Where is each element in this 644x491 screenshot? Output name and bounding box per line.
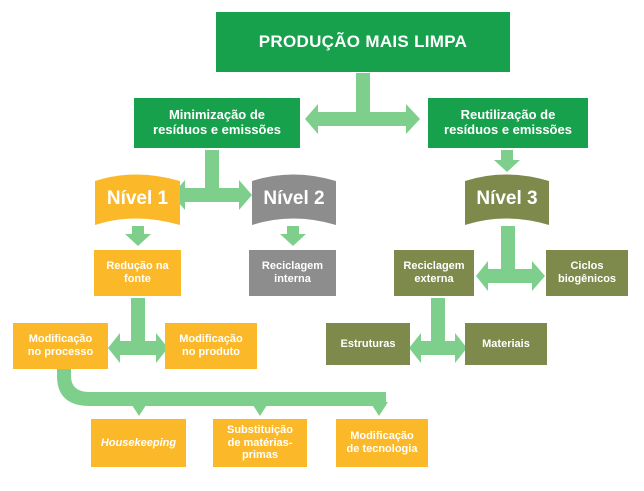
arrow-to-mod-produto: [156, 333, 168, 363]
node-minimizacao-line1: Minimização de: [168, 107, 266, 123]
connector-rext-bar: [421, 341, 455, 355]
node-minimizacao: Minimização de resíduos e emissões: [134, 98, 300, 148]
node-substituicao-materias-primas: Substituição de matérias- primas: [213, 419, 307, 467]
node-substituicao-line1: Substituição: [226, 424, 293, 437]
node-substituicao-line2: de matérias-: [227, 436, 293, 449]
node-housekeeping-label: Housekeeping: [100, 436, 177, 449]
node-reutilizacao-line1: Reutilização de: [460, 107, 556, 123]
node-substituicao-line3: primas: [241, 449, 279, 462]
arrow-to-reutilizacao: [406, 104, 420, 134]
node-materiais: Materiais: [465, 323, 547, 365]
node-estruturas: Estruturas: [326, 323, 410, 365]
node-reutilizacao: Reutilização de resíduos e emissões: [428, 98, 588, 148]
node-reciclagem-externa: Reciclagem externa: [394, 250, 474, 296]
arrow-to-reciclagem-externa: [476, 261, 488, 291]
arrow-to-nivel3: [494, 160, 520, 172]
node-producao-mais-limpa-label: PRODUÇÃO MAIS LIMPA: [258, 32, 468, 52]
connector-reu-stem: [501, 150, 513, 162]
node-modificacao-no-processo: Modificação no processo: [13, 323, 108, 369]
node-nivel1: Nível 1: [106, 188, 169, 209]
connector-n3-stem: [501, 226, 515, 276]
arrow-to-reducao: [125, 234, 151, 246]
connector-processo-curve: [57, 368, 386, 406]
connector-min-stem: [205, 150, 219, 194]
node-reutilizacao-line2: resíduos e emissões: [444, 122, 572, 137]
arrow-to-minimizacao: [305, 104, 318, 134]
arrow-to-materiais: [455, 333, 467, 363]
connector-n1-stem: [132, 226, 144, 236]
nivel2-flag: [252, 174, 336, 225]
node-mod-processo-line1: Modificação: [28, 333, 93, 346]
connector-root-bar: [318, 112, 406, 126]
node-mod-tecnologia-line2: de tecnologia: [346, 443, 418, 455]
arrow-to-ciclos: [532, 261, 545, 291]
node-reciclagem-interna-line2: interna: [274, 273, 311, 285]
node-ciclos-biogenicos: Ciclos biogênicos: [546, 250, 628, 296]
arrow-to-estruturas: [409, 333, 421, 363]
node-modificacao-de-tecnologia: Modificação de tecnologia: [336, 419, 428, 467]
node-nivel3: Nível 3: [476, 188, 538, 209]
node-modificacao-no-produto: Modificação no produto: [165, 323, 257, 369]
node-reciclagem-interna: Reciclagem interna: [249, 250, 336, 296]
node-mod-processo-line2: no processo: [27, 346, 94, 358]
node-mod-produto-line1: Modificação: [179, 333, 243, 346]
node-mod-produto-line2: no produto: [181, 346, 241, 358]
arrow-to-reciclagem-interna: [280, 234, 306, 246]
node-materiais-label: Materiais: [482, 337, 530, 350]
connector-red-stem: [131, 298, 145, 348]
node-reducao-line2: fonte: [124, 273, 151, 285]
node-ciclos-line2: biogênicos: [557, 273, 617, 285]
connector-rext-stem: [431, 298, 445, 348]
arrow-to-nivel2: [239, 180, 252, 210]
connector-n2-stem: [287, 226, 299, 236]
node-ciclos-line1: Ciclos: [570, 260, 604, 273]
arrow-to-mod-processo: [108, 333, 120, 363]
arrow-to-housekeeping: [130, 402, 148, 416]
nivel3-flag: [465, 174, 549, 225]
nivel1-flag: [95, 174, 180, 225]
node-reciclagem-externa-line2: externa: [414, 273, 454, 285]
node-minimizacao-line2: resíduos e emissões: [153, 122, 281, 137]
node-reciclagem-externa-line1: Reciclagem: [403, 260, 465, 273]
arrow-to-mod-tecnologia: [370, 402, 388, 416]
node-nivel2: Nível 2: [263, 188, 325, 209]
connector-n3-bar: [488, 269, 532, 283]
node-producao-mais-limpa: PRODUÇÃO MAIS LIMPA: [216, 12, 510, 72]
arrow-to-substituicao: [251, 402, 269, 416]
connector-min-bar: [185, 188, 239, 202]
node-mod-tecnologia-line1: Modificação: [350, 430, 414, 443]
connector-red-bar: [120, 341, 156, 355]
node-reducao-na-fonte: Redução na fonte: [94, 250, 181, 296]
connector-root-stem: [356, 73, 370, 119]
node-reducao-line1: Redução na: [106, 260, 169, 273]
node-housekeeping: Housekeeping: [91, 419, 186, 467]
node-reciclagem-interna-line1: Reciclagem: [261, 260, 324, 273]
node-estruturas-label: Estruturas: [340, 337, 396, 350]
